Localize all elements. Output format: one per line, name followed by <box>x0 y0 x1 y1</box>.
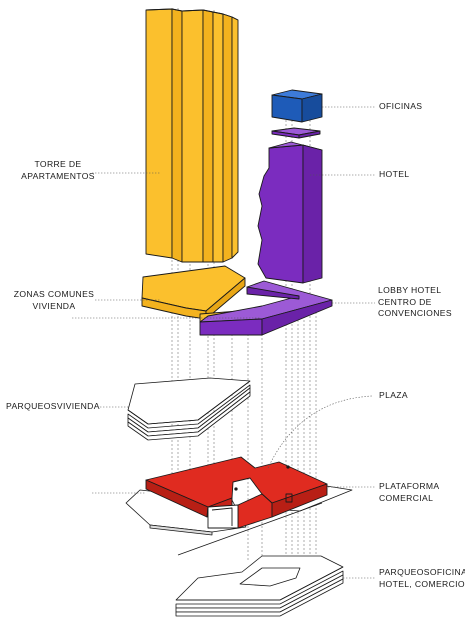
hotel-volume <box>257 127 323 284</box>
label-lobby-line2: CENTRO DE <box>378 296 432 307</box>
label-plataforma-line1: PLATAFORMA <box>379 481 440 491</box>
label-lobby-hotel: LOBBY HOTEL CENTRO DE CONVENCIONES <box>378 285 452 320</box>
label-plaza-text: PLAZA <box>379 390 408 400</box>
label-lobby-line3: CONVENCIONES <box>378 308 452 318</box>
label-parqueos-vivienda-text: PARQUEOSVIVIENDA <box>6 401 100 411</box>
label-torre-line1: TORRE DE <box>34 159 82 169</box>
lobby-hotel-volume <box>199 280 333 336</box>
leader-lines <box>72 106 375 579</box>
label-torre-line2: APARTAMENTOS <box>21 170 95 181</box>
label-plaza: PLAZA <box>379 390 408 402</box>
parqueos-vivienda-volume <box>127 377 251 441</box>
label-parqueos-oficinas: PARQUEOSOFICINAS, HOTEL, COMERCIO <box>379 567 465 590</box>
parqueos-oficinas-volume <box>175 555 344 617</box>
oficinas-volume <box>271 89 323 123</box>
label-parqueos-vivienda: PARQUEOSVIVIENDA <box>6 401 100 413</box>
label-lobby-line1: LOBBY HOTEL <box>378 285 442 295</box>
label-zonas-line2: VIVIENDA <box>32 300 76 311</box>
label-oficinas-text: OFICINAS <box>379 101 423 111</box>
label-zonas-line1: ZONAS COMUNES <box>13 289 95 299</box>
label-plataforma-line2: COMERCIAL <box>379 492 434 503</box>
plataforma-comercial-volume <box>145 456 328 529</box>
label-oficinas: OFICINAS <box>379 101 422 113</box>
label-hotel-text: HOTEL <box>379 169 410 179</box>
label-hotel: HOTEL <box>379 169 409 181</box>
label-torre-apartamentos: TORRE DE APARTAMENTOS <box>20 159 96 182</box>
label-parqueos-line2: HOTEL, COMERCIO <box>379 578 465 589</box>
label-zonas-comunes: ZONAS COMUNES VIVIENDA <box>6 289 102 312</box>
torre-apartamentos-volume <box>145 8 239 263</box>
label-parqueos-line1: PARQUEOSOFICINAS, <box>379 567 465 577</box>
label-plataforma-comercial: PLATAFORMA COMERCIAL <box>379 481 439 504</box>
